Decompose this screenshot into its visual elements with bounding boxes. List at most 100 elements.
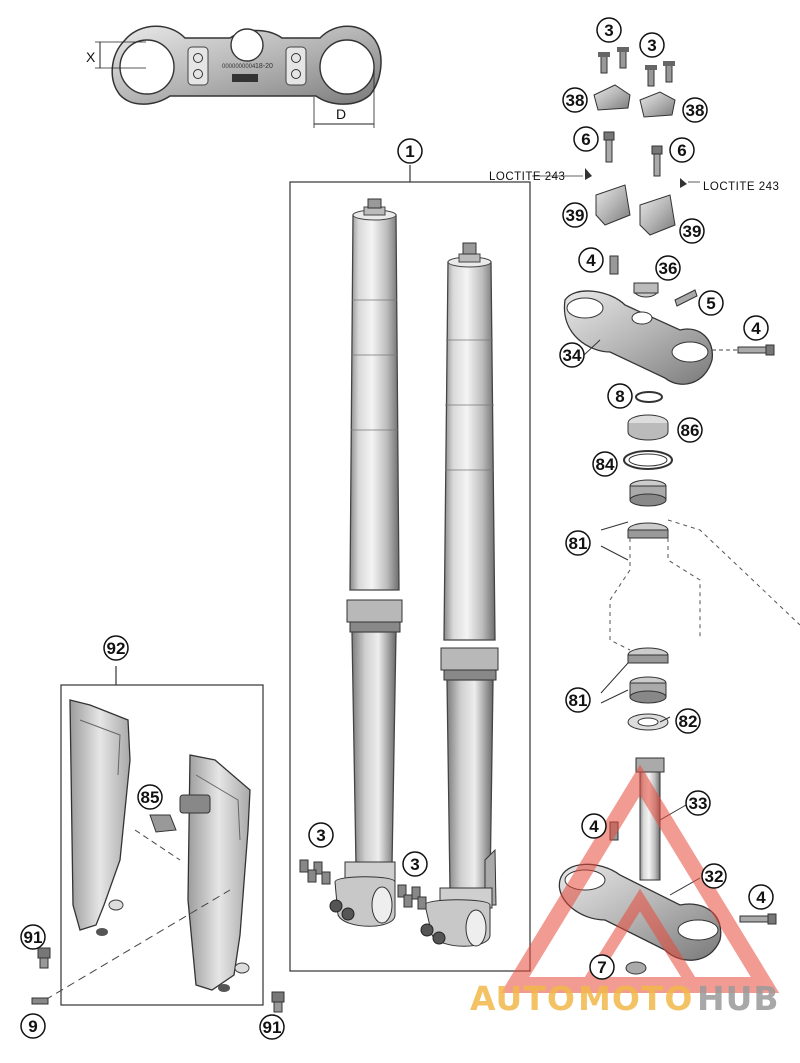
callout-c6a: 6 [573,126,599,152]
watermark-triangle [500,764,780,993]
bearing-upper-81 [627,479,669,539]
watermark-text: AUTO MOTO HUB [470,979,779,1018]
steering-nut-36 [633,282,659,298]
callout-label: 4 [586,251,596,270]
watermark-auto: AUTO [470,979,576,1018]
callout-c4a: 4 [578,247,604,273]
callout-circle [592,451,618,477]
callout-circle [578,247,604,273]
callout-circle [682,97,708,123]
axle-clamp-bolts-right [397,884,427,910]
bolts-3-top [598,47,675,87]
callout-label: 91 [24,928,43,947]
axle-clamp-bolts-left [299,859,331,885]
callout-label: 3 [316,826,325,845]
o-ring-8 [635,391,663,403]
callout-label: 3 [410,855,419,874]
callout-label: 84 [596,455,615,474]
callout-label: 34 [563,346,582,365]
callout-label: 38 [566,91,585,110]
callout-circle [685,790,711,816]
callout-label: 4 [756,888,766,907]
callout-label: 3 [647,36,656,55]
callout-circle [581,813,607,839]
callout-label: 6 [581,130,590,149]
callout-label: 33 [689,794,708,813]
callout-c91a: 91 [20,924,46,950]
bolt-4-side [737,344,775,356]
bolt-4-top [609,255,619,275]
callout-label: 81 [569,534,588,553]
loctite-label-left: LOCTITE 243 [489,171,565,183]
clamp-part-number: 0000000004 [222,64,256,70]
handlebar-clamp-upper-38 [593,84,676,118]
callout-label: 1 [405,142,414,161]
callout-c39b: 39 [679,218,705,244]
callout-c84: 84 [592,451,618,477]
callout-circle [103,635,129,661]
callout-c81b: 81 [565,687,591,713]
dust-seal-86 [627,414,669,441]
callout-c38a: 38 [562,87,588,113]
watermark-inner-m [584,888,696,984]
bolt-4-lower-side [739,913,777,925]
callout-circle [259,1014,285,1040]
leader-lines [583,339,701,896]
dimension-x-label: X [86,49,96,65]
callout-circle [402,851,428,877]
callout-c81a: 81 [565,530,591,556]
callout-c3b: 3 [639,32,665,58]
callout-circle [137,784,163,810]
callout-circle [397,138,423,164]
callout-c4b: 4 [743,315,769,341]
callout-c33: 33 [685,790,711,816]
callout-c6b: 6 [669,137,695,163]
fork-leg-left [329,198,403,927]
guard-screw-left [37,947,51,969]
callout-label: 4 [751,319,761,338]
guard-screw-right [271,991,285,1013]
callout-circle [655,255,681,281]
callout-label: 7 [597,958,606,977]
guard-bolt-9 [31,997,49,1005]
bolt-5 [674,289,698,307]
callout-circle [639,32,665,58]
callout-label: 81 [569,691,588,710]
callout-label: 38 [686,101,705,120]
callout-label: 32 [705,867,724,886]
callout-c36: 36 [655,255,681,281]
callout-circle [698,290,724,316]
dimension-d-label: D [336,106,346,122]
callout-circle [748,884,774,910]
callout-label: 91 [263,1018,282,1037]
loctite-label-right: LOCTITE 243 [703,181,779,193]
callout-c32: 32 [701,863,727,889]
callout-label: 8 [615,387,624,406]
callout-circle [701,863,727,889]
fork-guard-right [179,754,251,992]
callout-c4c: 4 [581,813,607,839]
bearing-lower-81 [627,647,669,704]
callout-c5: 5 [698,290,724,316]
callout-c3d: 3 [402,851,428,877]
callout-c82: 82 [675,708,701,734]
callout-circle [679,218,705,244]
callout-label: 3 [604,21,613,40]
fork-guard-left [69,699,131,936]
fork-leg-right [420,242,499,947]
callout-c86: 86 [677,417,703,443]
callout-circle [743,315,769,341]
nut-7 [625,961,647,975]
callout-label: 82 [679,712,698,731]
callout-label: 9 [28,1017,37,1036]
callout-circle [669,137,695,163]
guard-clip-85 [149,814,177,833]
callout-c7: 7 [589,954,615,980]
callout-label: 39 [566,206,585,225]
callout-circle [565,530,591,556]
automotohub-watermark [500,764,780,993]
callout-c92: 92 [103,635,129,661]
callout-circle [607,383,633,409]
